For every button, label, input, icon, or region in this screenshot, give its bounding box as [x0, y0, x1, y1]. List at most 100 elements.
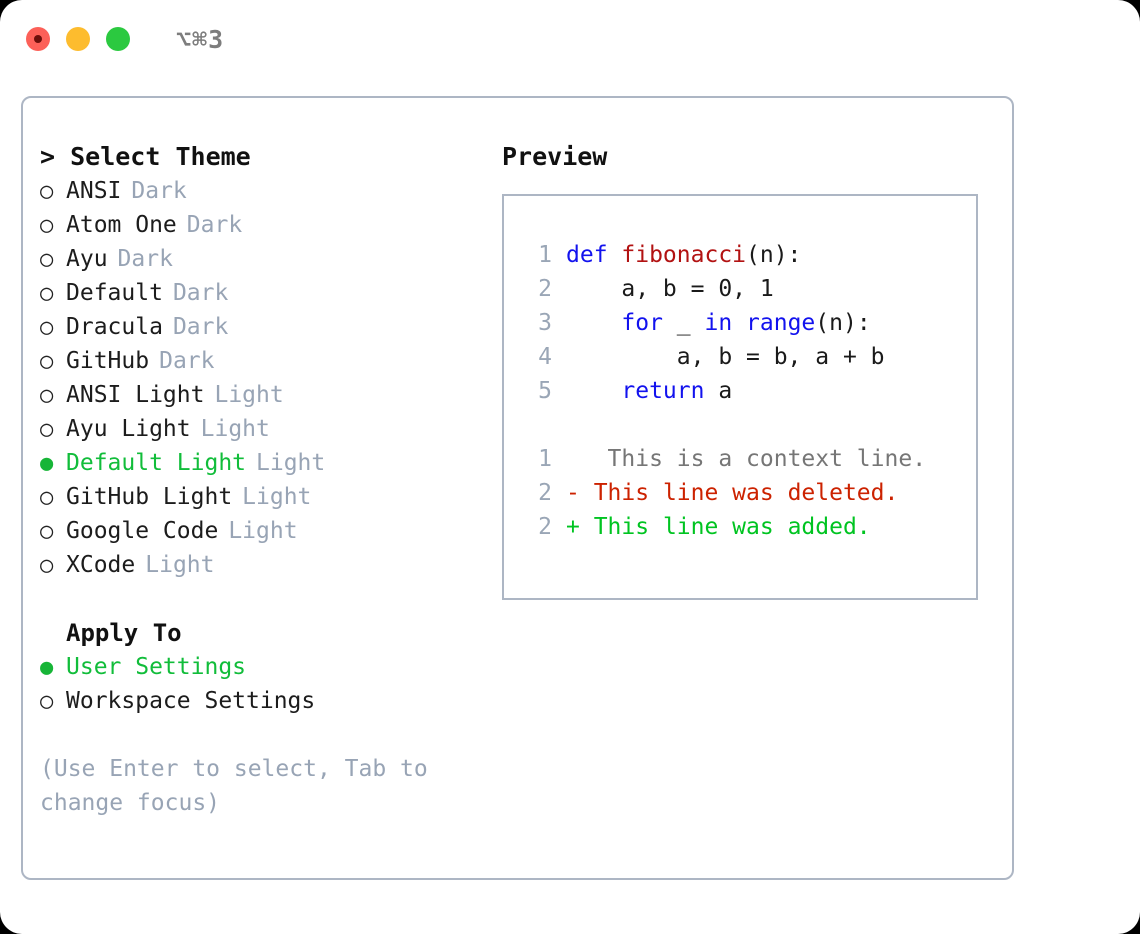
radio-unselected-icon: ○ — [40, 519, 54, 544]
diff-sign: - — [566, 480, 580, 506]
radio-unselected-icon: ○ — [40, 179, 54, 204]
code-line: 3 for _ in range(n): — [518, 306, 976, 340]
diff-line-text: This is a context line. — [579, 446, 927, 472]
diff-sign — [566, 442, 580, 476]
code-line: 1 def fibonacci(n): — [518, 238, 976, 272]
code-line-number: 3 — [538, 310, 552, 336]
code-token-plain — [566, 378, 621, 404]
theme-option-tag: Light — [145, 552, 215, 578]
select-theme-header: > Select Theme — [40, 142, 251, 171]
keyboard-hint: (Use Enter to select, Tab to change focu… — [40, 756, 442, 816]
code-line-number: 1 — [538, 242, 552, 268]
theme-option-dracula[interactable]: ○ Dracula Dark — [40, 310, 500, 344]
code-line: 2 a, b = 0, 1 — [518, 272, 976, 306]
code-line-text: return a — [566, 374, 732, 408]
code-line-number: 4 — [538, 344, 552, 370]
theme-option-github-light[interactable]: ○ GitHub Light Light — [40, 480, 500, 514]
code-token-plain — [566, 310, 621, 336]
diff-sample: 1 This is a context line. 2- This line wa… — [518, 442, 976, 544]
theme-option-tag: Dark — [131, 178, 187, 204]
code-token-fn: fibonacci — [621, 242, 747, 268]
theme-option-tag: Light — [200, 416, 270, 442]
close-button[interactable] — [26, 27, 50, 51]
code-token-plain: a, b = 0, 1 — [566, 276, 774, 302]
theme-option-label: Default Light — [66, 450, 247, 476]
radio-selected-icon: ● — [40, 451, 54, 476]
code-token-plain — [732, 310, 746, 336]
apply-to-option-label: Workspace Settings — [66, 688, 316, 714]
diff-sign: + — [566, 514, 580, 540]
apply-to-header: Apply To — [66, 619, 182, 647]
theme-option-ansi[interactable]: ○ ANSI Dark — [40, 174, 500, 208]
theme-option-ayu-light[interactable]: ○ Ayu Light Light — [40, 412, 500, 446]
theme-option-ayu[interactable]: ○ Ayu Dark — [40, 242, 500, 276]
theme-option-label: Ayu Light — [66, 416, 191, 442]
theme-option-tag: Light — [256, 450, 326, 476]
theme-option-tag: Light — [228, 518, 298, 544]
theme-option-label: Default — [66, 280, 163, 306]
theme-option-tag: Dark — [117, 246, 173, 272]
minimize-button[interactable] — [66, 27, 90, 51]
radio-unselected-icon: ○ — [40, 281, 54, 306]
radio-selected-icon: ● — [40, 655, 54, 680]
traffic-lights — [26, 27, 130, 51]
apply-to-option-user-settings[interactable]: ●User Settings — [40, 650, 500, 684]
theme-option-label: ANSI — [66, 178, 122, 204]
theme-option-label: Ayu — [66, 246, 108, 272]
radio-unselected-icon: ○ — [40, 485, 54, 510]
code-token-kw: in — [704, 310, 733, 336]
code-line-text: a, b = 0, 1 — [566, 272, 774, 306]
radio-unselected-icon: ○ — [40, 553, 54, 578]
theme-option-default-light[interactable]: ● Default Light Light — [40, 446, 500, 480]
theme-option-tag: Dark — [159, 348, 215, 374]
diff-line-text: This line was deleted. — [579, 480, 899, 506]
code-token-plain: _ — [662, 310, 705, 336]
radio-unselected-icon: ○ — [40, 213, 54, 238]
theme-option-tag: Light — [242, 484, 312, 510]
apply-to-option-workspace-settings[interactable]: ○ Workspace Settings — [40, 684, 500, 718]
theme-option-tag: Dark — [172, 280, 229, 306]
diff-line-number: 1 — [538, 446, 552, 472]
theme-option-label: Dracula — [66, 314, 163, 340]
diff-line-added: 2+ This line was added. — [518, 510, 976, 544]
code-token-kw: return — [621, 378, 705, 404]
title-bar: ⌥⌘3 — [0, 0, 1140, 78]
code-line-text: a, b = b, a + b — [566, 340, 885, 374]
radio-unselected-icon: ○ — [40, 417, 54, 442]
radio-unselected-icon: ○ — [40, 315, 54, 340]
code-token-plain: a, b = b, a + b — [566, 344, 885, 370]
maximize-button[interactable] — [106, 27, 130, 51]
code-token-plain: (n): — [746, 242, 802, 268]
code-line-number: 2 — [538, 276, 552, 302]
diff-line-number: 2 — [538, 514, 552, 540]
code-token-kw: def — [566, 242, 622, 268]
code-diff-separator — [518, 408, 976, 442]
theme-option-xcode[interactable]: ○ XCode Light — [40, 548, 500, 582]
radio-unselected-icon: ○ — [40, 383, 54, 408]
theme-option-label: GitHub Light — [66, 484, 233, 510]
theme-option-label: Atom One — [66, 212, 177, 238]
theme-option-label: XCode — [66, 552, 136, 578]
code-line-number: 5 — [538, 378, 552, 404]
theme-option-label: ANSI Light — [66, 382, 205, 408]
diff-line-deleted: 2- This line was deleted. — [518, 476, 976, 510]
code-token-plain: a — [704, 378, 733, 404]
radio-unselected-icon: ○ — [40, 349, 54, 374]
diff-line-number: 2 — [538, 480, 552, 506]
theme-option-tag: Dark — [172, 314, 229, 340]
theme-option-default[interactable]: ○ Default Dark — [40, 276, 500, 310]
radio-unselected-icon: ○ — [40, 689, 54, 714]
preview-title: Preview — [502, 142, 608, 171]
code-token-kw: range — [746, 310, 816, 336]
code-line: 4 a, b = b, a + b — [518, 340, 976, 374]
radio-unselected-icon: ○ — [40, 247, 54, 272]
